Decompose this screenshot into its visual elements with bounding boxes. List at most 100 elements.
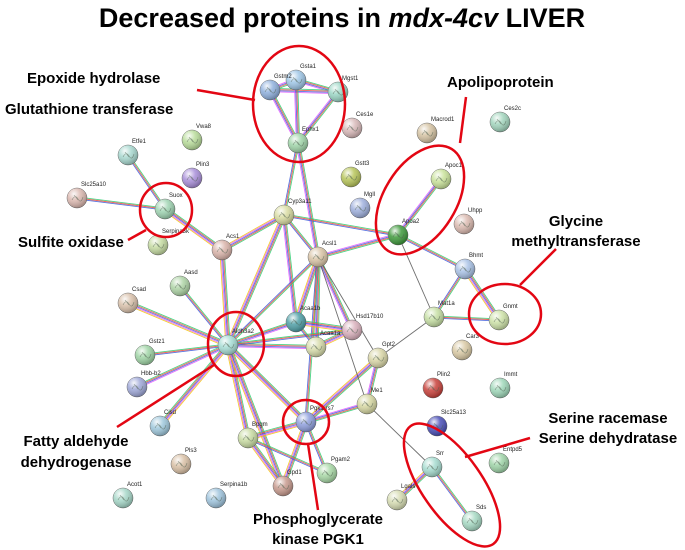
- node-me1[interactable]: Me1: [356, 388, 383, 415]
- edge-strand: [306, 358, 380, 424]
- node-structure-icon: [152, 241, 165, 249]
- node-macrod1[interactable]: Macrod1: [416, 117, 455, 144]
- edge-strand: [226, 345, 283, 487]
- node-bhmt[interactable]: Bhmt: [454, 253, 483, 280]
- node-structure-icon: [131, 383, 144, 391]
- node-car3[interactable]: Car3: [451, 334, 480, 361]
- edge-Apoa2-Bhmt: [397, 233, 466, 271]
- edge-Apoc1-Apoa2: [396, 177, 443, 237]
- node-gsta1[interactable]: Gsta1: [285, 64, 317, 91]
- node-mat1a[interactable]: Mat1a: [423, 301, 455, 328]
- node-gnmt[interactable]: Gnmt: [488, 304, 518, 331]
- edge-strand: [317, 257, 352, 331]
- node-label: Gstz1: [149, 339, 165, 345]
- edge-strand: [227, 346, 316, 350]
- node-uhpp[interactable]: Uhpp: [453, 208, 483, 235]
- callout-apolipoprotein: Apolipoprotein: [447, 74, 554, 91]
- node-ces1e[interactable]: Ces1e: [341, 112, 374, 139]
- node-pls3[interactable]: Pls3: [170, 448, 197, 475]
- edge-strand: [248, 423, 307, 441]
- node-aldh3a2[interactable]: Aldh3a2: [217, 329, 255, 356]
- node-pgk1[interactable]: Pgk1-rs7: [295, 406, 335, 433]
- node-gstt3[interactable]: Gstt3: [340, 161, 370, 188]
- node-csad[interactable]: Csad: [117, 287, 146, 314]
- node-cisd[interactable]: Cisd: [149, 410, 176, 437]
- node-bpgm[interactable]: Bpgm: [237, 422, 268, 449]
- edge-strand: [247, 437, 328, 474]
- highlight-epoxide-cluster: [251, 44, 347, 164]
- edge-strand: [269, 90, 338, 93]
- node-apoa2[interactable]: Apoa2: [387, 219, 420, 246]
- edge-strand: [77, 196, 166, 209]
- edge-strand: [126, 304, 228, 348]
- node-acsl1[interactable]: Acsl1: [307, 241, 337, 268]
- highlight-layer: [116, 44, 557, 548]
- node-apoc1[interactable]: Apoc1: [430, 163, 463, 190]
- node-hbb-b2[interactable]: Hbb-b2: [126, 371, 161, 398]
- node-acot1[interactable]: Acot1: [112, 482, 143, 509]
- edge-strand: [225, 345, 247, 439]
- edge-strand: [431, 466, 473, 522]
- edge-strand: [227, 256, 319, 346]
- edge-strand: [137, 345, 229, 388]
- node-gstm2[interactable]: Gstm2: [259, 74, 292, 101]
- edge-strand: [221, 214, 285, 251]
- edge-strand: [160, 345, 230, 427]
- node-hsd17b10[interactable]: Hsd17b10: [341, 314, 384, 341]
- node-label: Acaa1b: [300, 306, 321, 312]
- node-acs1[interactable]: Acs1: [211, 234, 240, 261]
- edge-strand: [163, 210, 221, 253]
- pointer-pgk1: [306, 443, 320, 511]
- edge-strand: [283, 422, 308, 487]
- node-label: Hbb-b2: [141, 371, 161, 377]
- highlight-glycine: [467, 282, 543, 346]
- node-etfe1[interactable]: Etfe1: [117, 139, 147, 166]
- node-gstz1[interactable]: Gstz1: [134, 339, 165, 366]
- node-ces2c[interactable]: Ces2c: [489, 106, 521, 133]
- node-gpd1[interactable]: Gpd1: [272, 470, 302, 497]
- node-mgll[interactable]: Mgll: [349, 192, 375, 219]
- node-lgals[interactable]: Lgals: [386, 484, 415, 511]
- edge-strand: [294, 256, 318, 322]
- node-cyp3a11[interactable]: Cyp3a11: [273, 199, 312, 226]
- node-structure-icon: [458, 220, 471, 228]
- node-immt[interactable]: Immt: [489, 372, 518, 399]
- node-pgam2[interactable]: Pgam2: [316, 457, 351, 484]
- edge-strand: [165, 207, 223, 250]
- edge-strand: [229, 343, 308, 421]
- edge-strand: [221, 213, 284, 250]
- node-serpina3k[interactable]: Serpina3k: [147, 229, 190, 256]
- node-slc25a10[interactable]: Slc25a10: [66, 182, 107, 209]
- node-ephx1[interactable]: Ephx1: [287, 127, 320, 154]
- node-plin3[interactable]: Plin3: [181, 162, 210, 189]
- edge-Mat1a-Gnmt: [433, 315, 500, 322]
- node-acaa1b[interactable]: Acaa1b: [285, 306, 321, 333]
- edge-strand: [229, 215, 287, 347]
- node-plin2[interactable]: Plin2: [422, 372, 451, 399]
- edge-Etfe1-Suox: [126, 154, 167, 210]
- node-slc25a13[interactable]: Slc25a13: [426, 410, 467, 437]
- edge-strand: [221, 249, 229, 346]
- node-structure-icon: [222, 341, 235, 349]
- node-acaa1a[interactable]: Acaa1a: [305, 331, 341, 358]
- node-srr[interactable]: Srr: [421, 451, 444, 478]
- edge-strand: [76, 198, 165, 211]
- callout-pgk1-line2: kinase PGK1: [272, 531, 364, 548]
- node-gpt2[interactable]: Gpt2: [367, 342, 396, 369]
- node-sds[interactable]: Sds: [461, 505, 486, 532]
- edge-strand: [434, 315, 500, 320]
- edge-strand: [463, 269, 499, 321]
- node-label: Ces2c: [504, 106, 521, 112]
- node-suox[interactable]: Suox: [154, 193, 183, 220]
- node-serpina1b[interactable]: Serpina1b: [205, 482, 248, 509]
- node-structure-icon: [431, 422, 444, 430]
- node-structure-icon: [345, 173, 358, 181]
- node-aasdhppt[interactable]: Aasd: [169, 270, 198, 297]
- edge-Aldh3a2-Pgk1: [226, 343, 308, 424]
- node-structure-icon: [278, 211, 291, 219]
- node-label: Apoa2: [402, 219, 420, 225]
- node-vwa8[interactable]: Vwa8: [181, 124, 212, 151]
- pointer-glycine: [519, 248, 557, 286]
- node-entpd5[interactable]: Entpd5: [488, 447, 523, 474]
